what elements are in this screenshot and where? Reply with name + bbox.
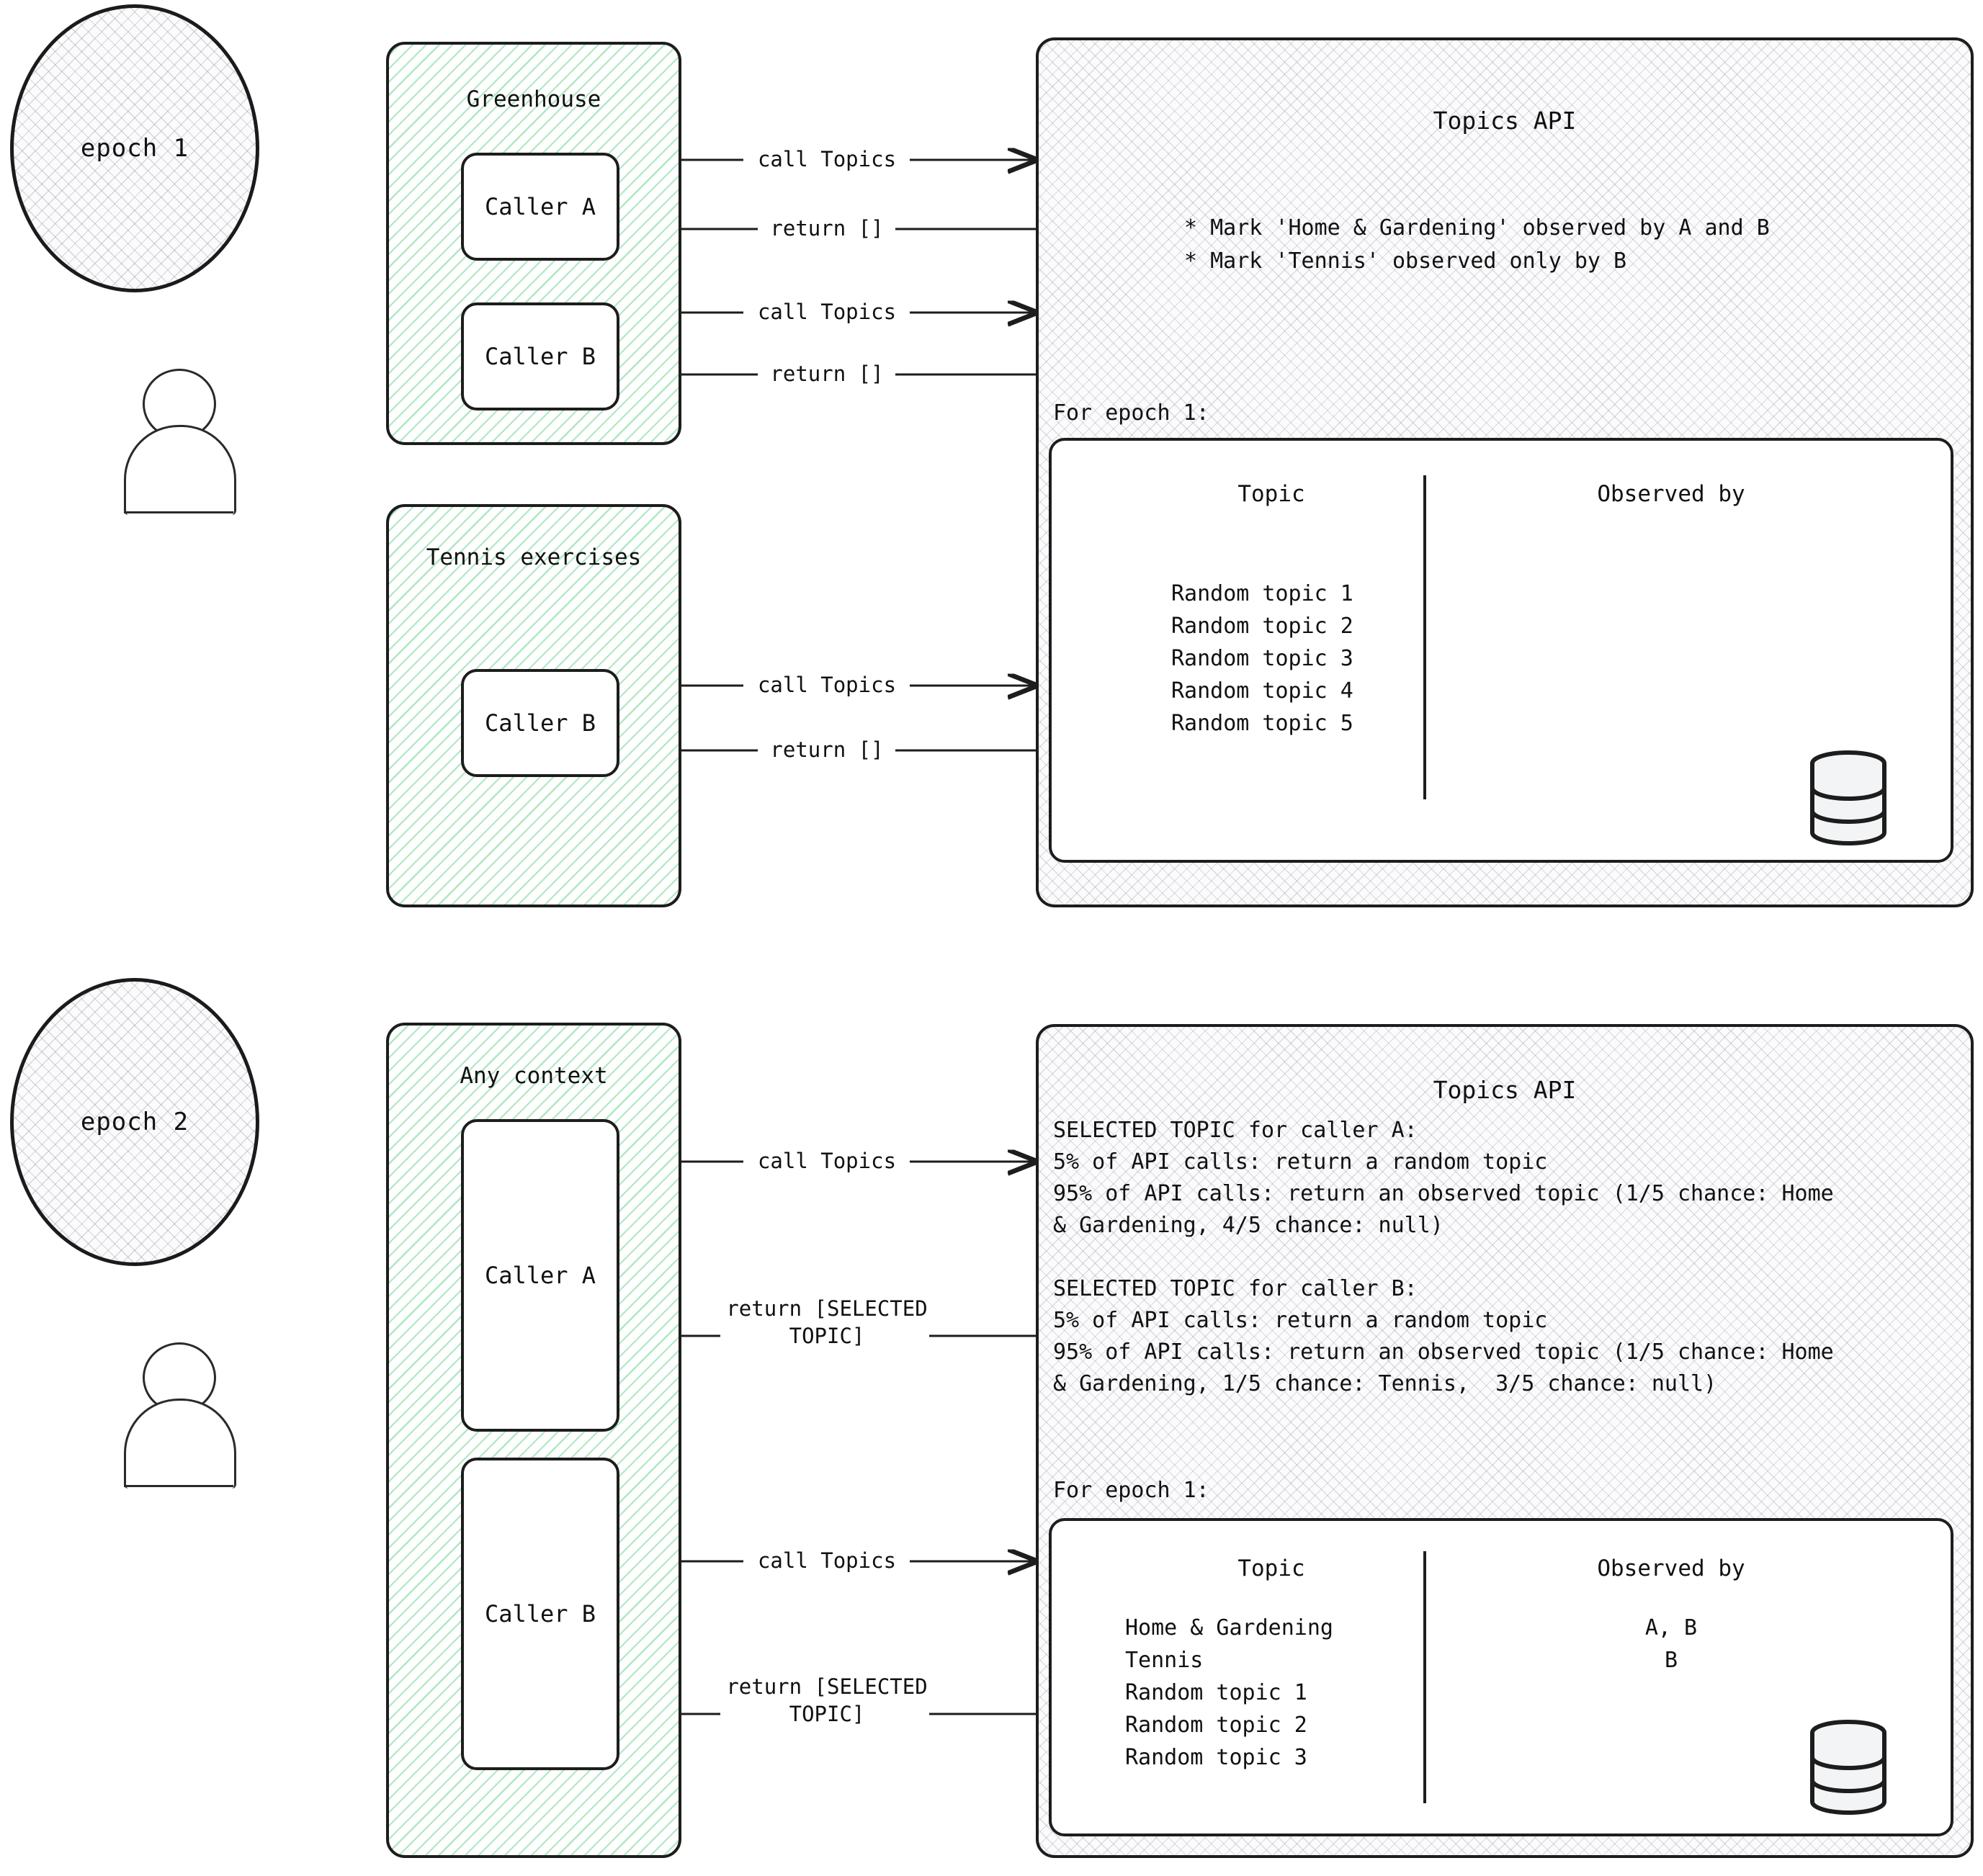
caller-a-any[interactable]: Caller A [461,1119,619,1432]
context-greenhouse[interactable]: Greenhouse Caller A Caller B [386,42,681,445]
edge-label-return-b2-text: return [SELECTED TOPIC] [726,1674,928,1726]
person-body [124,425,236,515]
for-epoch-label-2: For epoch 1: [1053,1478,1209,1503]
table-row: Random topic 1 [1125,1680,1307,1705]
person-body [124,1399,236,1489]
table-column-divider-1 [1423,475,1426,799]
table-row: Random topic 3 [1171,646,1353,671]
epoch-2-ellipse: epoch 2 [10,978,259,1266]
table-row: Random topic 2 [1125,1713,1307,1738]
caller-b-tennis[interactable]: Caller B [461,669,619,777]
table-observed-column-2: A, B B [1455,1612,1887,1677]
database-cylinder-icon [1810,1720,1886,1815]
edge-label-call-topics-a2: call Topics [757,1149,897,1173]
epoch-1-label: epoch 1 [80,134,189,163]
epoch-1-ellipse: epoch 1 [10,4,259,292]
table-row: Random topic 2 [1171,614,1353,639]
edge-label-call-topics-t1: call Topics [757,673,897,697]
for-epoch-label-1: For epoch 1: [1053,400,1209,426]
edge-label-call-topics-a1: call Topics [757,147,897,171]
caller-b-greenhouse[interactable]: Caller B [461,302,619,410]
epoch-2-label: epoch 2 [80,1108,189,1136]
table-topic-column-2: Home & Gardening Tennis Random topic 1 R… [1125,1612,1333,1774]
edge-label-return-b2: return [SELECTED TOPIC] [693,1673,961,1728]
database-cylinder-icon [1810,750,1886,845]
user-person-icon [124,1342,239,1494]
edge-label-return-a2-text: return [SELECTED TOPIC] [726,1296,928,1348]
edge-label-return-b1: return [] [770,362,884,386]
topics-table-card-epoch-2: Topic Observed by Home & Gardening Tenni… [1049,1518,1953,1836]
caller-a-greenhouse-label: Caller A [484,193,596,220]
caller-b-greenhouse-label: Caller B [484,343,596,370]
person-base [124,511,233,513]
table-col-head-topic-1: Topic [1237,481,1305,507]
context-tennis-exercises[interactable]: Tennis exercises Caller B [386,504,681,907]
context-any-context[interactable]: Any context Caller A Caller B [386,1023,681,1858]
table-column-divider-2 [1423,1551,1426,1803]
topics-api-body-epoch-2: SELECTED TOPIC for caller A: 5% of API c… [1053,1118,1834,1396]
topics-table-card-epoch-1: Topic Observed by Random topic 1 Random … [1049,438,1953,863]
topics-api-title-epoch-1: Topics API [1433,107,1577,135]
context-any-title: Any context [460,1063,608,1089]
topics-api-panel-epoch-2: Topics API SELECTED TOPIC for caller A: … [1036,1024,1974,1858]
edge-label-return-a1: return [] [770,216,884,241]
person-base [124,1485,233,1487]
topics-api-bullets-epoch-1: * Mark 'Home & Gardening' observed by A … [1184,212,1770,278]
caller-a-greenhouse[interactable]: Caller A [461,153,619,261]
user-person-icon [124,369,239,520]
table-row: Random topic 3 [1125,1745,1307,1770]
caller-b-any[interactable]: Caller B [461,1458,619,1770]
edge-label-call-topics-b1: call Topics [757,300,897,324]
edge-label-return-t1: return [] [770,737,884,762]
table-col-head-observed-1: Observed by [1597,481,1745,507]
topics-api-panel-epoch-1: Topics API * Mark 'Home & Gardening' obs… [1036,37,1974,907]
table-col-head-topic-2: Topic [1237,1556,1305,1581]
table-col-head-observed-2: Observed by [1597,1556,1745,1581]
table-row: A, B [1644,1615,1698,1641]
table-row: Random topic 5 [1171,711,1353,736]
context-tennis-title: Tennis exercises [426,544,642,570]
api-bullet-1: * Mark 'Home & Gardening' observed by A … [1184,215,1770,241]
caller-a-any-label: Caller A [484,1262,596,1289]
table-row: Tennis [1125,1648,1204,1673]
table-row: B [1664,1648,1678,1673]
table-row: Random topic 1 [1171,581,1353,606]
table-row: Home & Gardening [1125,1615,1333,1641]
api-bullet-2: * Mark 'Tennis' observed only by B [1184,248,1627,274]
context-greenhouse-title: Greenhouse [466,86,601,112]
caller-b-any-label: Caller B [484,1600,596,1628]
topics-api-title-epoch-2: Topics API [1433,1076,1577,1104]
caller-b-tennis-label: Caller B [484,709,596,737]
edge-label-return-a2: return [SELECTED TOPIC] [693,1295,961,1350]
edge-label-call-topics-b2: call Topics [757,1548,897,1573]
table-row: Random topic 4 [1171,678,1353,704]
table-topic-column-1: Random topic 1 Random topic 2 Random top… [1171,578,1353,740]
